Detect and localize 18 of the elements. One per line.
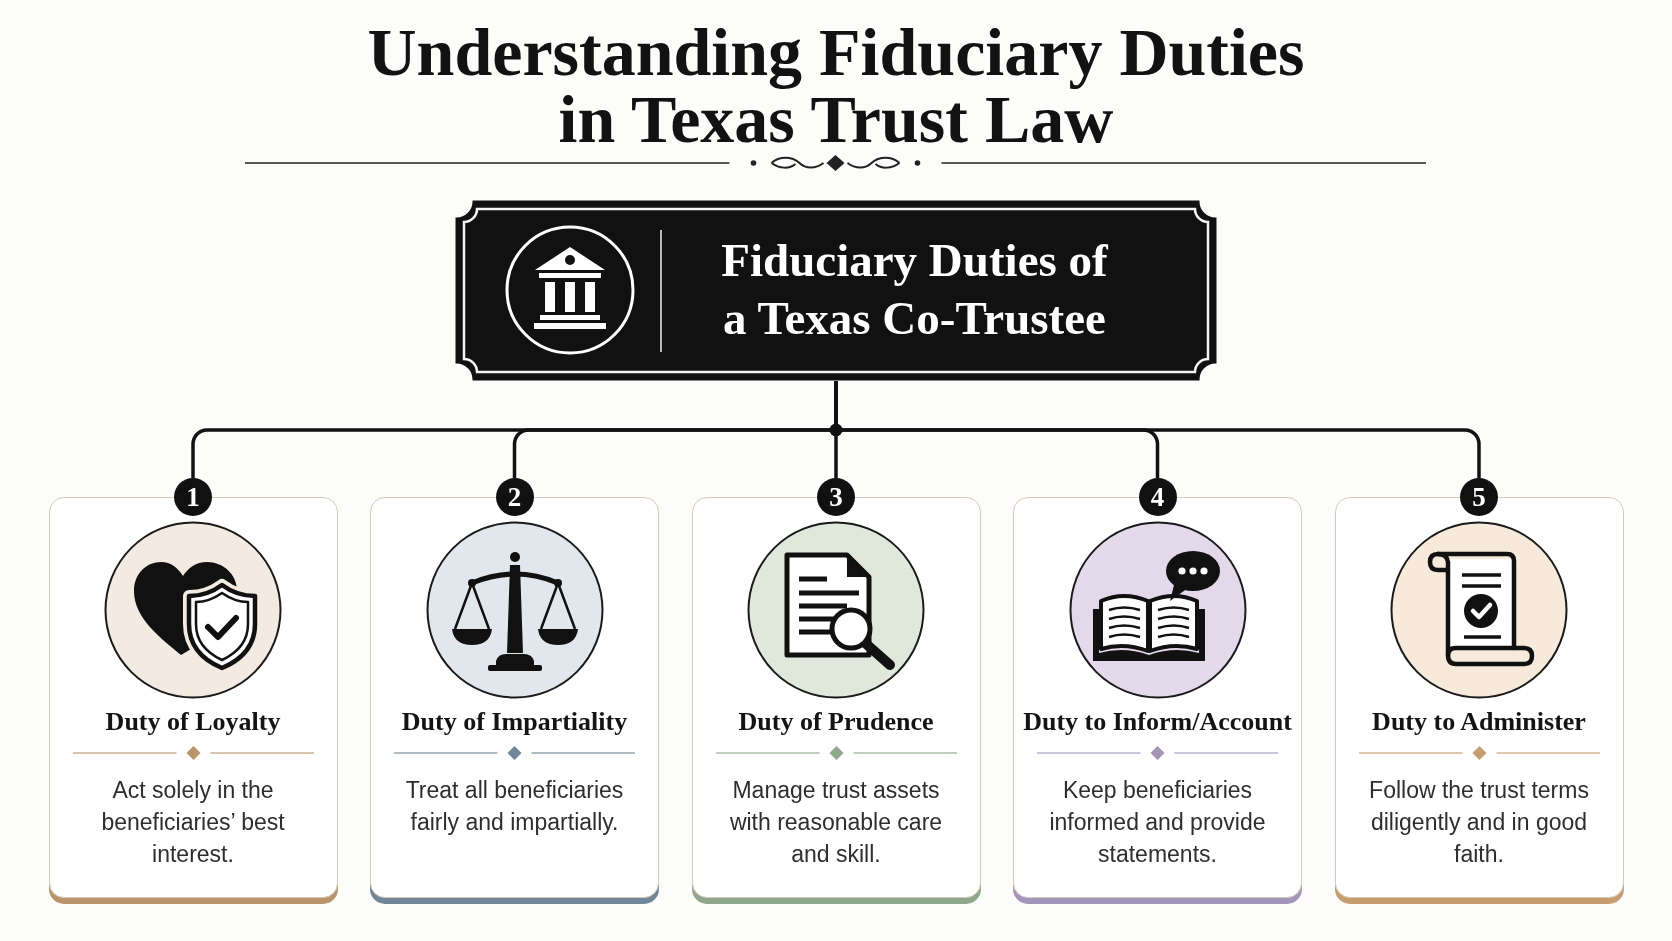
- card-heading: Duty of Loyalty: [105, 706, 281, 738]
- card-heading: Duty of Impartiality: [401, 706, 628, 738]
- diagram-title: Understanding Fiduciary Duties in Texas Trust Law: [366, 19, 1306, 153]
- card-heading: Duty to Administer: [1372, 706, 1586, 738]
- card-description: Treat all beneficiaries fairly and impartially.: [404, 776, 625, 837]
- number-badge: 5: [1460, 478, 1498, 516]
- card-description: Follow the trust terms diligently and in good faith.: [1368, 776, 1590, 869]
- card-heading: Duty of Prudence: [738, 706, 934, 738]
- card-description: Act solely in the beneficiaries’ best interest.: [100, 776, 286, 869]
- card-description: Manage trust assets with reasonable care and skill.: [728, 776, 944, 869]
- number-badge: 4: [1138, 478, 1177, 516]
- number-badge: 3: [817, 478, 855, 516]
- number-badge: 1: [174, 478, 212, 516]
- card-description: Keep beneficiaries informed and provide statements.: [1048, 776, 1267, 869]
- title-plaque: [455, 200, 1217, 381]
- card-heading: Duty to Inform/Account: [1023, 706, 1292, 738]
- plaque-heading: Fiduciary Duties of a Texas Co-Trustee: [720, 233, 1109, 346]
- number-badge: 2: [495, 478, 534, 516]
